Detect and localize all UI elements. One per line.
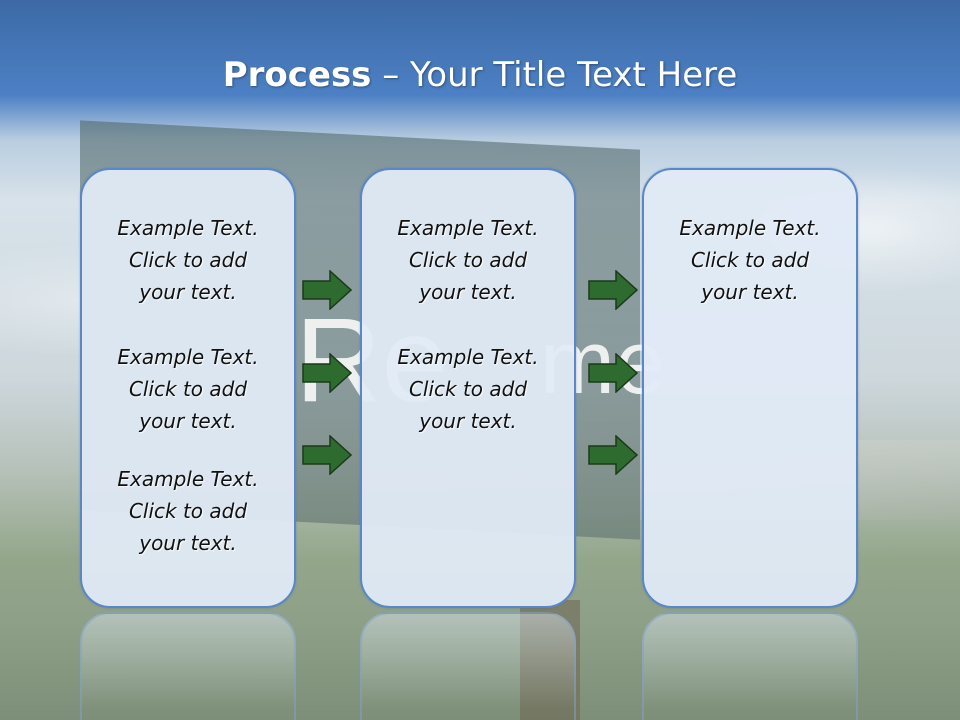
text-line: Example Text.	[397, 345, 539, 369]
text-line: Example Text.	[117, 467, 259, 491]
text-line: your text.	[139, 531, 237, 555]
step-1-text-1[interactable]: Example Text. Click to add your text.	[82, 212, 294, 308]
text-line: Example Text.	[117, 345, 259, 369]
text-line: your text.	[139, 409, 237, 433]
panel-2-reflection	[360, 612, 576, 720]
text-line: Click to add	[128, 499, 248, 523]
right-arrow-icon[interactable]	[588, 270, 638, 310]
text-line: your text.	[419, 280, 517, 304]
text-line: Click to add	[690, 248, 810, 272]
text-line: Example Text.	[679, 216, 821, 240]
step-3-text-1[interactable]: Example Text. Click to add your text.	[644, 212, 856, 308]
process-step-2-panel[interactable]: Example Text. Click to add your text. Ex…	[360, 168, 576, 608]
slide-title[interactable]: Process – Your Title Text Here	[0, 55, 960, 95]
text-line: Click to add	[408, 377, 528, 401]
title-rest: – Your Title Text Here	[371, 55, 738, 95]
title-bar: Process – Your Title Text Here	[0, 0, 960, 150]
right-arrow-icon[interactable]	[302, 270, 352, 310]
text-line: Example Text.	[397, 216, 539, 240]
panel-3-reflection	[642, 612, 858, 720]
step-1-text-3[interactable]: Example Text. Click to add your text.	[82, 463, 294, 559]
text-line: your text.	[139, 280, 237, 304]
panel-1-reflection	[80, 612, 296, 720]
right-arrow-icon[interactable]	[302, 353, 352, 393]
right-arrow-icon[interactable]	[588, 435, 638, 475]
step-1-text-2[interactable]: Example Text. Click to add your text.	[82, 341, 294, 437]
process-step-1-panel[interactable]: Example Text. Click to add your text. Ex…	[80, 168, 296, 608]
text-line: Click to add	[128, 248, 248, 272]
text-line: Example Text.	[117, 216, 259, 240]
right-arrow-icon[interactable]	[588, 353, 638, 393]
text-line: Click to add	[128, 377, 248, 401]
text-line: your text.	[419, 409, 517, 433]
text-line: your text.	[701, 280, 799, 304]
process-step-3-panel[interactable]: Example Text. Click to add your text.	[642, 168, 858, 608]
title-bold: Process	[222, 55, 372, 95]
step-2-text-1[interactable]: Example Text. Click to add your text.	[362, 212, 574, 308]
right-arrow-icon[interactable]	[302, 435, 352, 475]
step-2-text-2[interactable]: Example Text. Click to add your text.	[362, 341, 574, 437]
text-line: Click to add	[408, 248, 528, 272]
